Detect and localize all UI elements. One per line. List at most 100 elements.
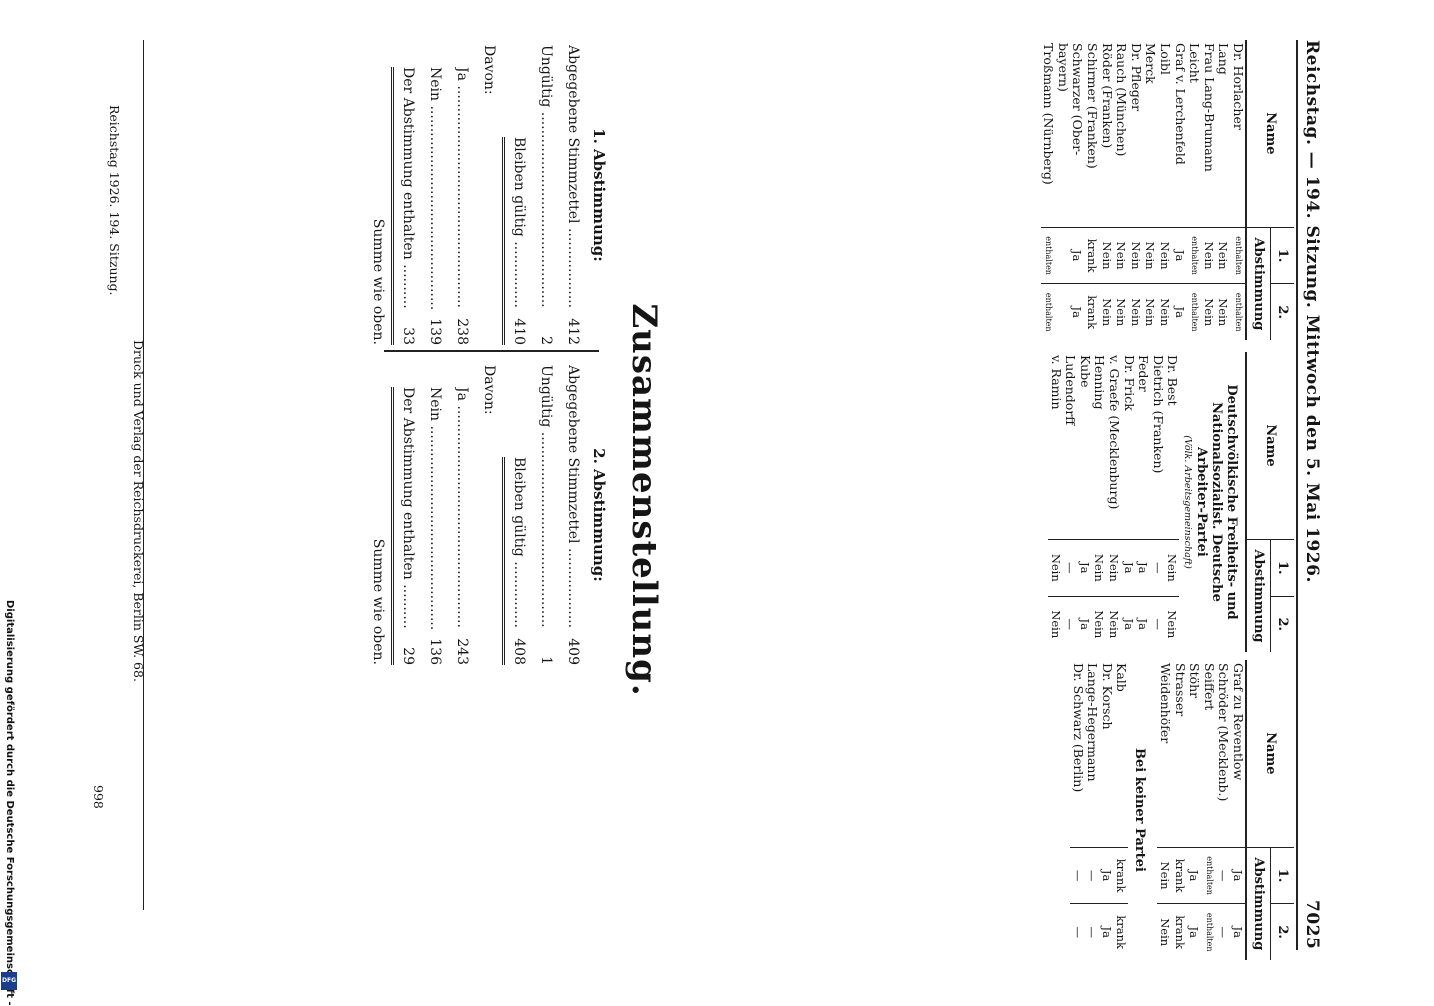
vote-1: — [1070,847,1085,904]
summary-value: 2 [538,336,554,345]
vote-row: Schröder (Mecklenb.) —— [1215,660,1232,960]
vote-1: Nein [1142,227,1158,284]
col-header-2: 2. [1270,903,1294,960]
dfg-logo: DFG [1,972,17,990]
summary-heading: 2. Abstimmung: [590,448,608,582]
member-name: Graf zu Reventlow [1231,663,1246,781]
member-name: Troßmann (Nürnberg) [1041,43,1057,185]
member-name: Lange-Hegermann [1085,663,1101,782]
vote-2: Nein [1201,283,1216,340]
vote-2: krank [1084,283,1100,340]
member-name: Schirmer (Franken) [1085,43,1101,169]
party-heading-line: Arbeiter-Partei [1194,447,1209,557]
vote-2: Nein [1048,596,1063,652]
vote-2: enthalten [1201,903,1216,960]
vote-2: Ja [1230,903,1246,960]
summary-value: 139 [427,318,443,345]
col-header-abstimmung: Abstimmung [1246,847,1271,960]
member-name: Frau Lang-Brumann [1201,43,1217,172]
vote-2: — [1070,903,1085,960]
vote-2: Nein [1215,283,1231,340]
digitization-credit-text: Digitalisierung gefördert durch die Deut… [4,600,15,1006]
summary-label: Bleiben gültig [502,137,532,309]
vote-2: enthalten [1186,283,1202,340]
vote-row: Dr. Schwarz (Berlin)—— [1070,660,1086,960]
vote-1: enthalten [1186,227,1202,284]
vote-1: Nein [1164,539,1180,597]
summary-label: Bleiben gültig [502,457,532,629]
vote-2: Ja [1172,283,1187,340]
vote-1: Nein [1128,227,1143,284]
summary-block-1: 1. Abstimmung: Abgegebene Stimmzettel412… [364,45,608,345]
vote-1: Nein [1215,227,1231,284]
member-name: Schröder (Mecklenb.) [1216,663,1232,802]
summary-value: 29 [391,629,421,665]
vote-2: Nein [1091,596,1107,652]
member-name: Strasser [1172,663,1188,717]
vote-1: Ja [1135,539,1151,597]
vote-1: Nein [1113,227,1129,284]
member-name: Kalb [1114,663,1130,692]
vote-2: — [1084,903,1100,960]
summary-label: Abgegebene Stimmzettel [559,365,586,629]
member-name: Henning [1092,355,1108,410]
party-heading: Bei keiner Partei [1132,748,1148,872]
summary-divider [384,350,599,352]
col-header-1: 1. [1270,227,1294,284]
member-name: Graf v. Lerchenfeld [1172,43,1188,165]
summary-label: Ja [448,67,475,309]
summary-value: 33 [391,309,421,345]
vote-2: Ja [1186,903,1202,960]
vote-1: krank [1113,847,1129,904]
vote-2 [1055,283,1070,340]
vote-2: — [1215,903,1231,960]
summary-label: Der Abstimmung enthalten [391,67,421,309]
col-header-2: 2. [1270,283,1294,340]
summary-label: Davon: [481,45,497,95]
member-name: Kube [1077,355,1093,388]
col-header-name: Name [1246,660,1294,848]
col-header-2: 2. [1270,596,1294,652]
digitization-credit: Digitalisierung gefördert durch die Deut… [0,600,18,1006]
vote-1: — [1062,539,1078,597]
member-name: Dr. Pfleger [1128,43,1144,112]
member-name: Lang [1216,43,1232,75]
vote-1: Ja [1230,847,1246,904]
vote-1: — [1215,847,1231,904]
summary-label: Nein [421,387,448,629]
vote-2: Nein [1099,283,1114,340]
member-name: Loibl [1158,43,1174,75]
vote-2: Nein [1113,283,1129,340]
vote-2: Nein [1128,283,1143,340]
vote-row: Lange-Hegermann —— [1084,660,1101,960]
vote-1: Nein [1099,227,1114,284]
member-name: Feder [1136,355,1152,392]
summary-title: Zusammenstellung. [624,303,664,697]
summary-label: Ja [448,387,475,629]
member-name: Seiffert [1201,663,1217,711]
summary-value: 243 [454,638,470,665]
vote-2: — [1150,596,1165,652]
vote-1: — [1084,847,1100,904]
vote-2: Nein [1142,283,1158,340]
summary-label: Ungültig [532,365,559,629]
vote-row: Ludendorff—— [1062,352,1078,652]
vote-1: Nein [1106,539,1122,597]
vote-2: krank [1172,903,1187,960]
member-name: Leicht [1187,43,1203,83]
